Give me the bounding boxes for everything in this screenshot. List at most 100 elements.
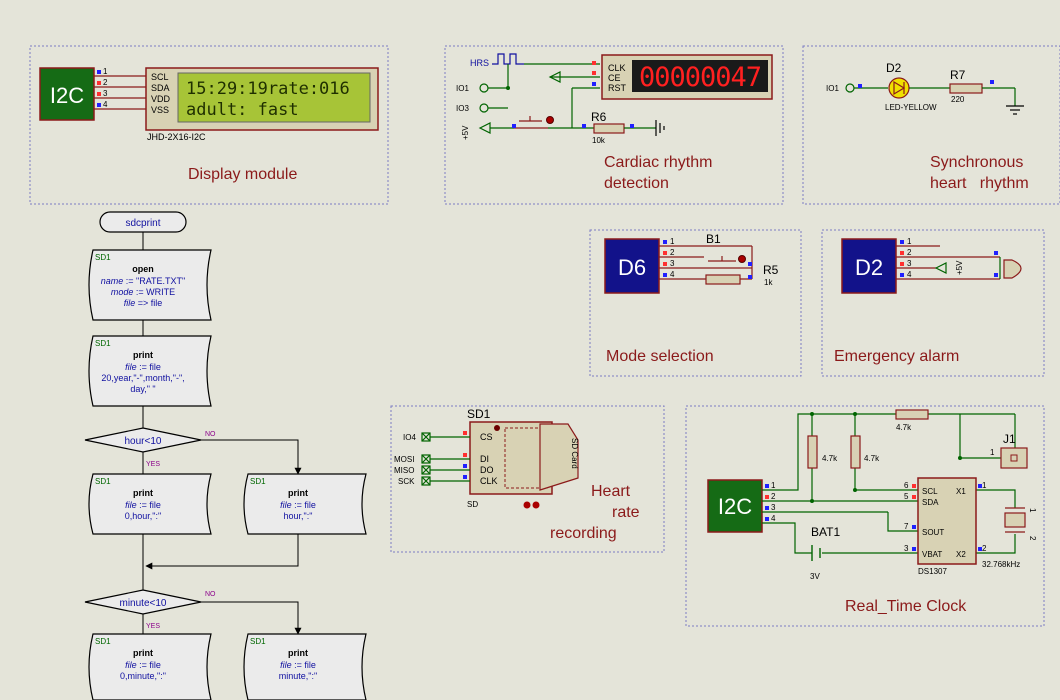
flow-decision-minute-label: minute<10 <box>120 598 167 609</box>
ds1307-chip[interactable] <box>917 477 977 565</box>
flow-print-hour-zero-node[interactable] <box>88 473 212 535</box>
battery-icon[interactable] <box>811 545 821 561</box>
rtc-resistor-2[interactable] <box>850 435 861 469</box>
display-pin-4: 4 <box>103 100 108 109</box>
display-pin-2: 2 <box>103 78 108 87</box>
flow-print3-sd-ref: SD1 <box>250 477 266 486</box>
cardiac-title-line-1: Cardiac rhythm <box>604 154 712 171</box>
j1-pin: 1 <box>990 448 995 457</box>
display-i2c-block[interactable] <box>39 67 95 121</box>
mode-pin-2: 2 <box>670 248 675 257</box>
flow-print-minute-node[interactable] <box>243 633 367 700</box>
resistor-r5[interactable] <box>705 274 741 285</box>
lcd-line-1: 15:29:19rate:016 <box>186 79 350 99</box>
pulse-generator-icon[interactable] <box>492 53 524 65</box>
power-arrow-icon <box>478 122 491 134</box>
crystal-value: 32.768kHz <box>982 560 1020 569</box>
buzzer-icon[interactable] <box>1003 259 1022 279</box>
mode-d6-label: D6 <box>618 255 646 280</box>
flow-yes-label-2: YES <box>146 623 160 630</box>
alarm-d2-label: D2 <box>855 255 883 280</box>
flow-print1-file: file := file <box>125 362 161 372</box>
rtc-pin-1: 1 <box>771 481 776 490</box>
cardiac-frame <box>444 45 784 205</box>
flow-open-title: open <box>132 264 154 274</box>
ground-arrow-icon <box>548 71 561 83</box>
lcd-screen <box>177 72 371 123</box>
counter-pin-ce: CE <box>608 73 621 83</box>
sd-part: SD <box>467 500 478 509</box>
diode-icon <box>893 80 906 96</box>
mode-pin-4: 4 <box>670 270 675 279</box>
alarm-power-arrow-icon <box>934 262 947 274</box>
crystal-pin-1: 1 <box>1028 508 1037 513</box>
mode-button-b1[interactable] <box>704 255 746 269</box>
sd-signal-sck: SCK <box>398 477 415 486</box>
io3-terminal[interactable] <box>479 103 489 113</box>
flow-print4-title: print <box>133 648 153 658</box>
emergency-alarm: D2 1 2 3 4 +5V Emergency alarm <box>821 229 1045 377</box>
flow-print2-sd-ref: SD1 <box>95 477 111 486</box>
flow-print2-value: 0,hour,":" <box>125 511 161 521</box>
mode-d6-block[interactable] <box>604 238 660 294</box>
rtc-pin-2: 2 <box>771 492 776 501</box>
display-i2c-label: I2C <box>50 83 84 108</box>
connector-j1[interactable] <box>1000 447 1028 469</box>
r7-value: 220 <box>951 95 965 104</box>
rtc-title: Real_Time Clock <box>845 598 967 615</box>
counter-display <box>632 60 768 92</box>
sd-pin-cs: CS <box>480 432 493 442</box>
crystal-icon[interactable] <box>1004 507 1026 533</box>
led-d2[interactable] <box>888 77 910 99</box>
cardiac-title-line-2: detection <box>604 175 669 192</box>
flow-no-label-1: NO <box>205 431 216 438</box>
lcd-pin-vss: VSS <box>151 105 169 115</box>
alarm-pin-4: 4 <box>907 270 912 279</box>
rtc-pin-3: 3 <box>771 503 776 512</box>
flow-print5-title: print <box>288 648 308 658</box>
sd-title-line-3: recording <box>550 525 617 542</box>
chip-pin-sda: SDA <box>922 498 939 507</box>
sd-signal-io4: IO4 <box>403 433 416 442</box>
chip-num-5: 5 <box>904 492 909 501</box>
lcd-pin-scl: SCL <box>151 72 169 82</box>
flow-print4-file: file := file <box>125 660 161 670</box>
counter-pin-rst: RST <box>608 83 627 93</box>
flow-print2-file: file := file <box>125 500 161 510</box>
alarm-pin-3: 3 <box>907 259 912 268</box>
sd-card-module[interactable] <box>469 421 553 495</box>
r5-label: R5 <box>763 263 779 277</box>
sync-heart-rhythm: IO1 D2 LED-YELLOW R7 220 Synchronous hea… <box>802 45 1060 205</box>
rtc-resistor-top-value: 4.7k <box>896 423 912 432</box>
flow-print-minute-zero-node[interactable] <box>88 633 212 700</box>
pushbutton-icon[interactable] <box>514 116 554 129</box>
io1-label: IO1 <box>456 84 469 93</box>
rtc-i2c-block[interactable] <box>707 479 763 533</box>
alarm-d2-block[interactable] <box>841 238 897 294</box>
ground-icon <box>655 120 665 136</box>
chip-num-7: 7 <box>904 522 909 531</box>
flow-no-label-2: NO <box>205 591 216 598</box>
rtc-resistor-1[interactable] <box>807 435 818 469</box>
flow-print-hour-node[interactable] <box>243 473 367 535</box>
sync-io-terminal[interactable] <box>845 83 855 93</box>
chip-num-6: 6 <box>904 481 909 490</box>
sync-title-line-2: heart rhythm <box>930 175 1029 192</box>
alarm-title: Emergency alarm <box>834 348 959 365</box>
r7-label: R7 <box>950 68 966 82</box>
resistor-r6[interactable] <box>593 123 625 134</box>
flow-print1-line2: 20,year,"-",month,"-", <box>101 373 184 383</box>
lcd-pin-sda: SDA <box>151 83 170 93</box>
flow-print-date-node[interactable] <box>88 335 212 407</box>
flowchart: sdcprint SD1 open name := "RATE.TXT" mod… <box>84 211 367 700</box>
crystal-pin-2: 2 <box>1028 536 1037 541</box>
sd-pin-di: DI <box>480 454 489 464</box>
flow-yes-label-1: YES <box>146 461 160 468</box>
resistor-r7[interactable] <box>949 83 983 94</box>
rtc-resistor-top[interactable] <box>895 409 929 420</box>
sync-ground-icon <box>1006 105 1024 115</box>
io1-terminal[interactable] <box>479 83 489 93</box>
mode-selection: D6 1 2 3 4 B1 R5 1k Mode selection <box>589 229 802 377</box>
flow-open-node[interactable] <box>88 249 212 321</box>
sd-ref: SD1 <box>467 407 491 421</box>
